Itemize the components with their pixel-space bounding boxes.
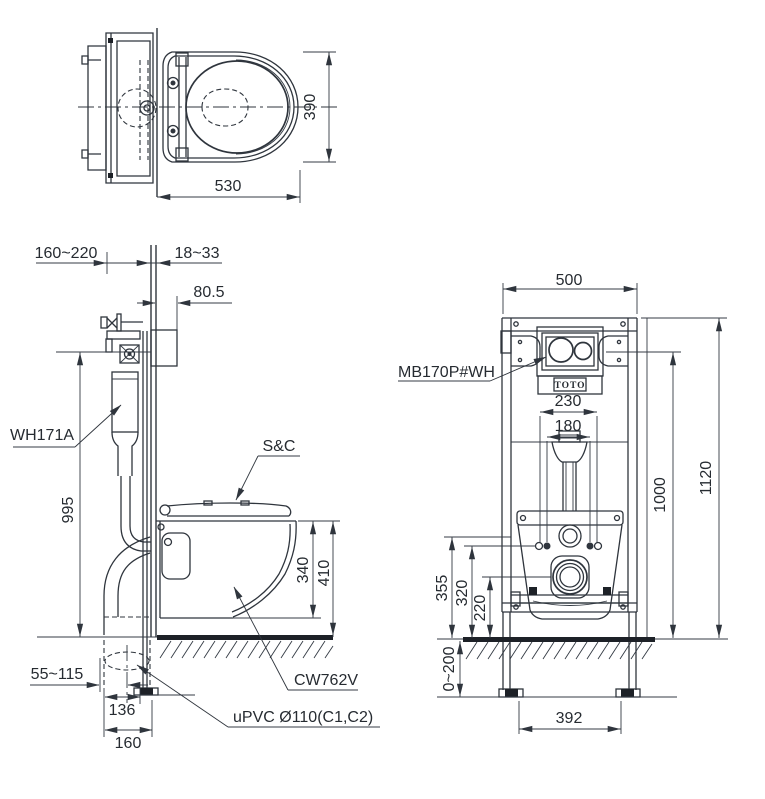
dim-180-label: 180: [555, 418, 582, 435]
bowl-model-label: CW762V: [294, 672, 358, 689]
top-view-toilet: [78, 51, 337, 163]
dim-55-115-label: 55~115: [31, 666, 84, 683]
label-flush-plate: MB170P#WH: [398, 356, 547, 382]
dimension-heights-left: 355 320 220: [434, 536, 551, 638]
top-view-frame-bracket: [81, 28, 158, 197]
dim-320-label: 320: [454, 580, 471, 607]
front-view-toilet: [437, 510, 728, 698]
floor-side: [157, 635, 333, 640]
front-view-frame: [498, 317, 648, 698]
frame-legs: [502, 612, 637, 690]
dim-995-label: 995: [60, 497, 77, 524]
dim-18-33-label: 18~33: [175, 245, 220, 262]
logo-box: [553, 377, 587, 392]
front-view-flush-plate: TOTO: [511, 326, 628, 511]
floor-hatch-front: [465, 641, 653, 660]
cistern-profile: [111, 371, 139, 433]
dim-230-label: 230: [555, 393, 582, 410]
dim-530-label: 530: [215, 178, 242, 195]
dimension-seat-depth: 390: [302, 51, 336, 163]
bowl-front-outline: [517, 524, 623, 620]
dimension-frame-depth: 136 160: [103, 688, 153, 752]
inlet-connection: [558, 524, 582, 548]
dim-355-label: 355: [434, 575, 451, 602]
dimension-heights-right: 1000 1120: [606, 317, 727, 638]
dim-160-label: 160: [115, 735, 142, 752]
side-view-frame: [100, 245, 195, 703]
dim-500-label: 500: [556, 272, 583, 289]
wall-lines: [150, 245, 157, 637]
drain-pipe-label: uPVC Ø110(C1,C2): [233, 709, 373, 726]
dim-80-5-label: 80.5: [193, 284, 224, 301]
front-view: TOTO: [398, 272, 728, 734]
flush-valve-shoulder: [551, 441, 588, 463]
top-view: 390 530: [78, 28, 337, 203]
flush-bend-housing: [150, 329, 178, 367]
dimension-outlet-offset: 55~115: [30, 658, 148, 692]
dimension-tank-height: 995: [56, 351, 151, 637]
label-tank: WH171A: [10, 404, 122, 448]
dimension-seat-width: 530: [157, 170, 301, 203]
label-drain-pipe: uPVC Ø110(C1,C2): [136, 664, 380, 728]
frame-rail-profile: [142, 331, 148, 688]
toto-logo: TOTO: [554, 381, 585, 391]
flush-button-small: [573, 341, 593, 361]
tank-model-label: WH171A: [10, 427, 74, 444]
drain-pipe-curve: [103, 536, 151, 635]
frame-rails: [501, 318, 638, 612]
dimension-frame-offsets: 160~220 18~33: [35, 245, 222, 274]
dim-390-label: 390: [302, 94, 319, 121]
dimension-frame-width: 500: [502, 272, 638, 314]
dimension-bowl-heights: 340 410: [232, 520, 340, 637]
dim-1000-label: 1000: [652, 477, 669, 513]
dim-392-label: 392: [556, 710, 583, 727]
dimension-bolt-spacing: 230 180: [539, 393, 598, 542]
bowl-pocket: [161, 532, 191, 580]
seat-profile: [166, 502, 292, 517]
mounting-plate: [516, 510, 624, 526]
plate-outer: [536, 326, 604, 377]
flush-plate-label: MB170P#WH: [398, 364, 495, 381]
bowl-front-outer: [232, 520, 297, 618]
dim-1120-label: 1120: [698, 461, 715, 496]
rail-clip: [500, 330, 512, 354]
dim-410-label: 410: [316, 560, 333, 587]
side-view: 160~220 18~33 80.5 995 340 410: [10, 245, 380, 752]
dim-136-label: 136: [109, 702, 136, 719]
label-seat: S&C: [235, 438, 300, 501]
dim-220-label: 220: [472, 595, 489, 622]
side-view-toilet: [37, 500, 334, 659]
dimension-flush-bend: 80.5: [137, 284, 232, 331]
label-bowl: CW762V: [233, 586, 358, 691]
dim-0-200-label: 0~200: [441, 646, 458, 691]
dimension-foot-spacing: 392: [518, 701, 622, 734]
floor-front: [463, 637, 655, 642]
flush-button-large: [548, 337, 574, 363]
seat-model-label: S&C: [263, 438, 296, 455]
dim-340-label: 340: [295, 557, 312, 584]
dimension-leg-adjustment: 0~200: [441, 641, 464, 697]
floor-hatch-side: [159, 640, 334, 659]
dim-160-220-label: 160~220: [35, 245, 98, 262]
